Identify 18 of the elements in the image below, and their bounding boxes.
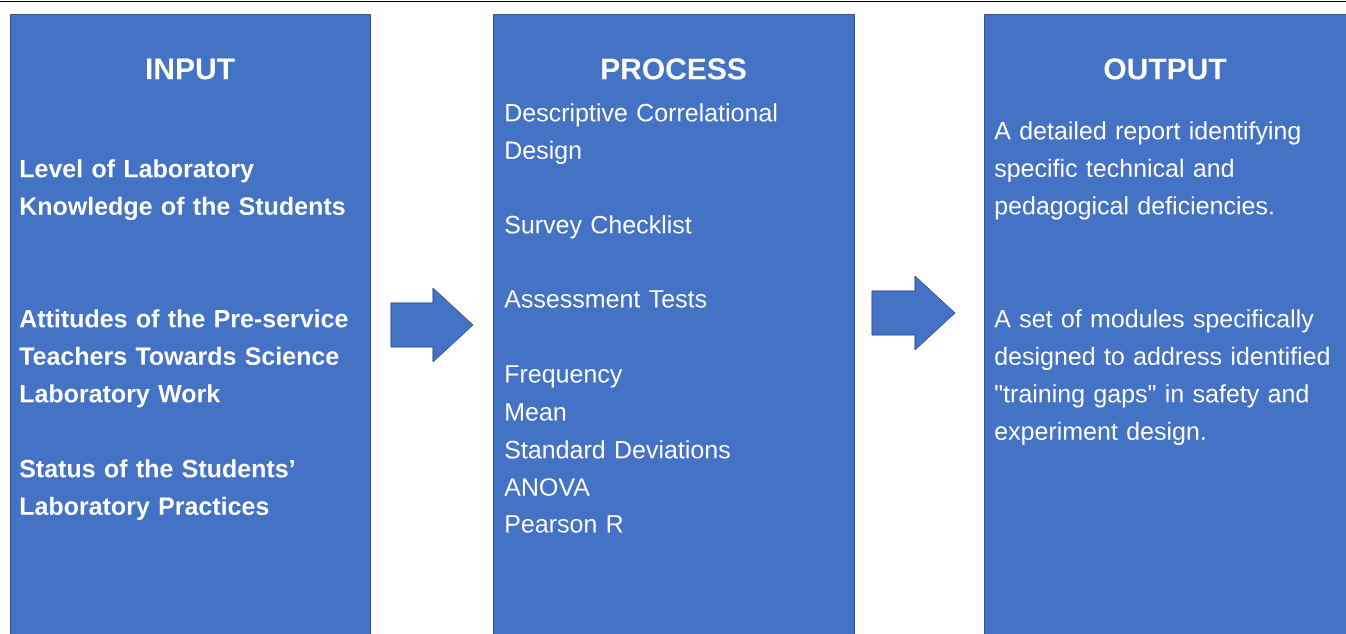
body-text: Survey Checklist — [505, 215, 692, 239]
body-text: ANOVA — [504, 478, 590, 496]
body-text: Frequency — [506, 365, 623, 388]
body-text: Descriptive Correlational Design — [506, 103, 777, 164]
body-text: Mean — [506, 403, 566, 421]
box-heading: PROCESS — [602, 58, 746, 80]
body-text: Level of Laboratory Knowledge of the Students — [20, 159, 345, 221]
body-text: Pearson R — [506, 515, 623, 533]
body-text: Status of the Students’ Laboratory Practices — [19, 459, 294, 520]
box-heading: OUTPUT — [1104, 58, 1227, 80]
block-arrow — [871, 275, 956, 351]
body-text: A set of modules specifically designed to address identified "training gaps" in safety and experiment design. — [994, 309, 1329, 445]
body-text: Attitudes of the Pre-service Teachers Towards Science Laboratory Work — [19, 309, 348, 408]
box-heading: INPUT — [147, 58, 235, 80]
body-text: A detailed report identifying specific technical and pedagogical deficiencies. — [994, 121, 1300, 220]
block-arrow — [390, 287, 474, 363]
body-text: Standard Deviations — [505, 440, 730, 459]
body-text: Assessment Tests — [504, 290, 707, 308]
